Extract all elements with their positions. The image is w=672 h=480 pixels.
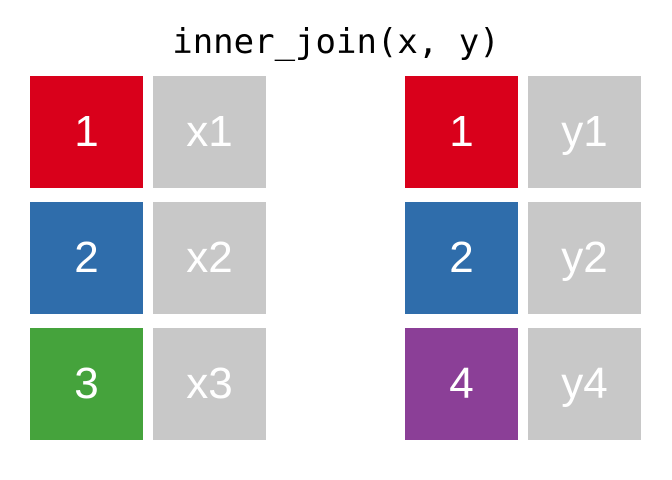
table-x-key-cell: 2: [30, 202, 143, 314]
table-y-value-cell: y1: [528, 76, 641, 188]
table-x-value-cell: x1: [153, 76, 266, 188]
table-y-value-cell: y4: [528, 328, 641, 440]
table-x-value-cell: x3: [153, 328, 266, 440]
table-y-key-cell: 2: [405, 202, 518, 314]
table-x: 1 x1 2 x2 3 x3: [30, 76, 266, 440]
diagram-title: inner_join(x, y): [172, 22, 500, 62]
table-y: 1 y1 2 y2 4 y4: [405, 76, 641, 440]
table-y-value-cell: y2: [528, 202, 641, 314]
table-x-key-cell: 3: [30, 328, 143, 440]
table-x-value-cell: x2: [153, 202, 266, 314]
table-x-key-cell: 1: [30, 76, 143, 188]
table-y-key-cell: 1: [405, 76, 518, 188]
table-y-key-cell: 4: [405, 328, 518, 440]
